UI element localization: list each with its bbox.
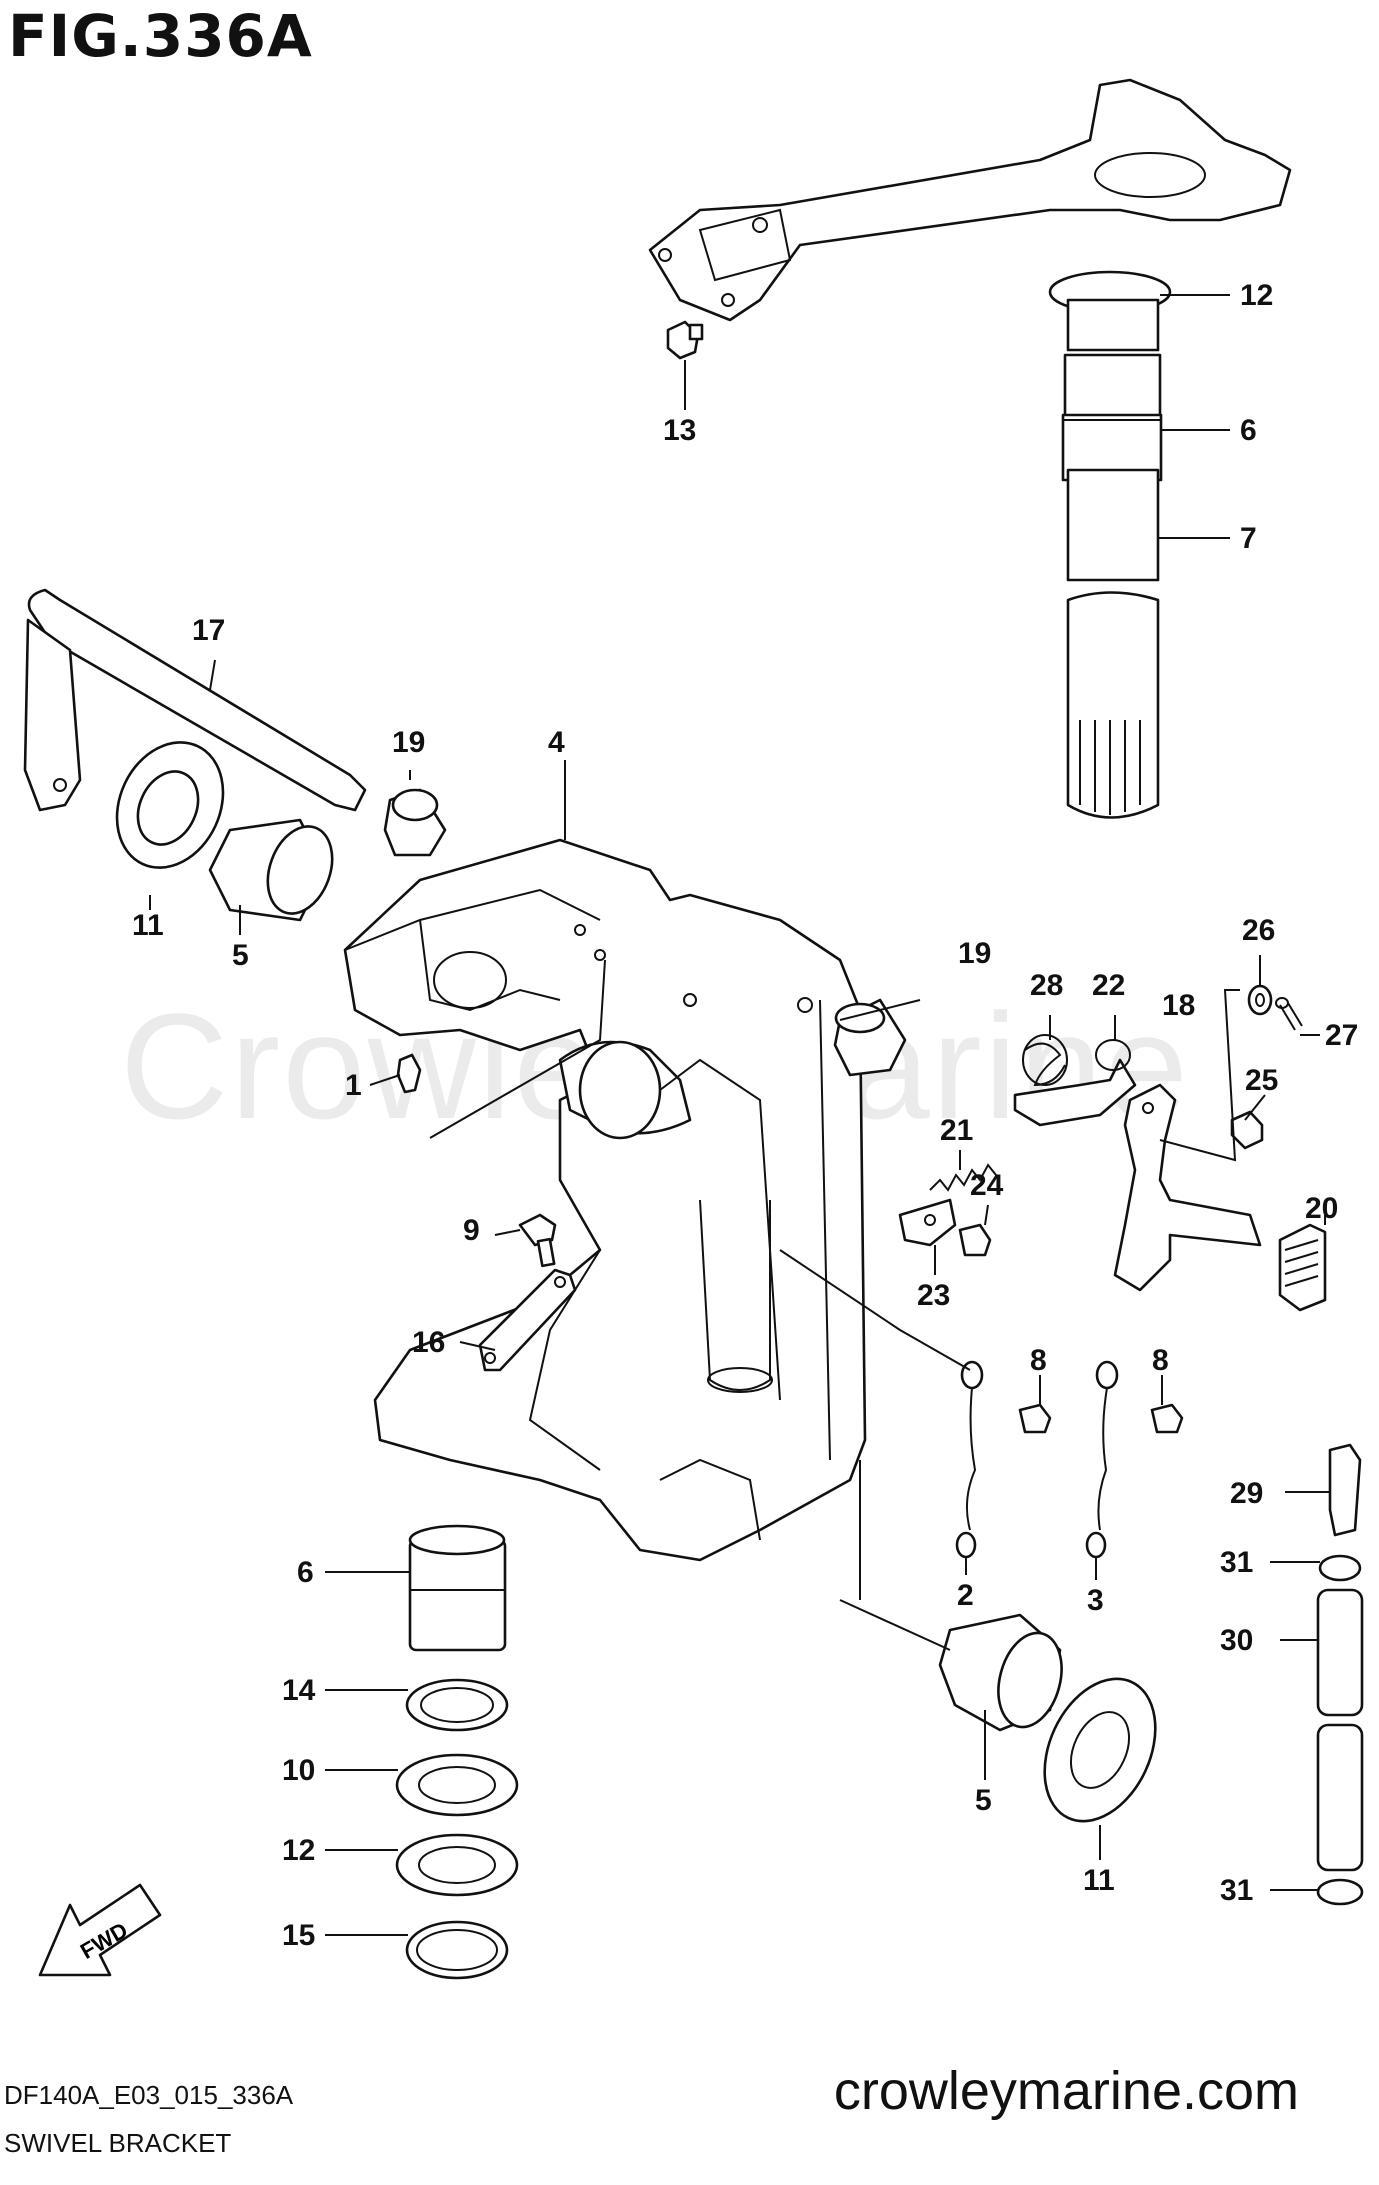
nut-25 (1230, 1110, 1264, 1150)
callout-28: 28 (1030, 969, 1063, 1002)
lock-plate-16 (478, 1268, 577, 1372)
callout-11: 11 (1083, 1864, 1115, 1897)
bushing-5-lower (938, 1613, 1063, 1732)
callout-2: 2 (957, 1579, 974, 1612)
figure-title: FIG.336A (8, 2, 313, 70)
grease-nipple-1 (396, 1053, 422, 1094)
hose-fitting-29 (1328, 1443, 1362, 1537)
website-label: crowleymarine.com (833, 2061, 1299, 2121)
bushing-6-lower (408, 1524, 507, 1652)
callout-30: 30 (1220, 1624, 1253, 1657)
steering-arm (648, 78, 1292, 322)
callout-15: 15 (282, 1919, 315, 1952)
fwd-arrow-icon: FWD (38, 1883, 162, 1977)
callout-1: 1 (345, 1069, 362, 1102)
bushing-5-left (208, 818, 334, 922)
grip-20 (1278, 1223, 1327, 1312)
callout-6: 6 (1240, 414, 1257, 447)
callout-17: 17 (192, 614, 225, 647)
callout-26: 26 (1242, 914, 1275, 947)
callout-12: 12 (282, 1834, 315, 1867)
callout-7: 7 (1240, 522, 1257, 555)
bolt-24 (958, 1223, 992, 1257)
callout-11: 11 (132, 909, 164, 942)
spring-28 (1022, 1034, 1068, 1087)
callout-31: 31 (1220, 1874, 1253, 1907)
bolt-8-right (1150, 1403, 1184, 1434)
callout-21: 21 (940, 1114, 973, 1147)
callout-24: 24 (970, 1169, 1004, 1202)
callout-6: 6 (297, 1556, 314, 1589)
callout-10: 10 (282, 1754, 315, 1787)
clamp-31-upper (1318, 1554, 1362, 1582)
washer-11-left (115, 741, 225, 869)
clamp-31-lower (1316, 1878, 1364, 1906)
ground-wire-2 (955, 1360, 984, 1559)
tilt-rod-17 (23, 588, 367, 812)
circlip-15 (405, 1920, 509, 1980)
bushing-19-right (833, 998, 907, 1077)
callout-19: 19 (392, 726, 425, 759)
callout-9: 9 (463, 1214, 480, 1247)
callout-27: 27 (1325, 1019, 1358, 1052)
washer-12-lower (395, 1833, 519, 1897)
callout-22: 22 (1092, 969, 1125, 1002)
callout-8: 8 (1030, 1344, 1047, 1377)
callout-29: 29 (1230, 1477, 1263, 1510)
figure-code: DF140A_E03_015_336A (4, 2080, 294, 2110)
callout-25: 25 (1245, 1064, 1278, 1097)
callout-3: 3 (1087, 1584, 1104, 1617)
callout-19: 19 (958, 937, 991, 970)
callout-12: 12 (1240, 279, 1273, 312)
steering-shaft (1048, 270, 1172, 819)
callout-5: 5 (975, 1784, 992, 1817)
swivel-bracket-body (343, 838, 867, 1562)
bushing-19-upper (383, 788, 447, 857)
callout-labels: 12 13 6 7 17 19 4 11 5 1 19 28 22 18 26 … (132, 279, 1358, 1952)
callout-31: 31 (1220, 1546, 1253, 1579)
plate-23 (898, 1198, 957, 1247)
leader-lines (149, 294, 1330, 1936)
figure-name: SWIVEL BRACKET (4, 2128, 232, 2158)
washer-11-lower (1043, 1677, 1157, 1823)
callout-13: 13 (663, 414, 696, 447)
callout-4: 4 (548, 726, 565, 759)
washer-14 (405, 1678, 509, 1732)
callout-16: 16 (412, 1326, 445, 1359)
bolt-9 (518, 1213, 557, 1268)
washer-10 (395, 1753, 519, 1817)
bolt-13 (666, 320, 704, 360)
callout-8: 8 (1152, 1344, 1169, 1377)
hose-30 (1316, 1588, 1364, 1872)
callout-20: 20 (1305, 1192, 1338, 1225)
bracket-22 (1013, 1039, 1137, 1127)
lever-18 (1113, 1083, 1262, 1292)
callout-14: 14 (282, 1674, 316, 1707)
bolt-8-left (1018, 1403, 1052, 1434)
cotter-pin-27 (1275, 997, 1303, 1031)
spring-21 (929, 1163, 997, 1192)
callout-18: 18 (1162, 989, 1195, 1022)
washer-26 (1247, 984, 1273, 1016)
callout-23: 23 (917, 1279, 950, 1312)
ground-wire-3 (1085, 1360, 1119, 1559)
callout-5: 5 (232, 939, 249, 972)
